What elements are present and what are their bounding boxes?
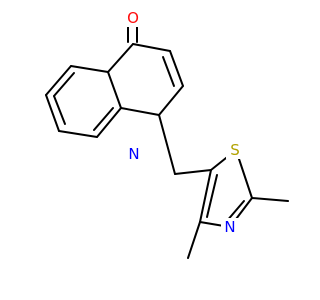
bond bbox=[169, 50, 184, 87]
atom-N1: N bbox=[125, 145, 143, 163]
pyridinone-ring bbox=[107, 21, 184, 116]
bond bbox=[158, 114, 176, 175]
atom-label-N1: N bbox=[128, 145, 139, 163]
bond bbox=[70, 65, 109, 73]
bond bbox=[251, 197, 289, 202]
atom-N3: N bbox=[221, 218, 239, 236]
bond bbox=[187, 221, 201, 259]
atom-O: O bbox=[124, 9, 142, 27]
bond bbox=[206, 174, 218, 218]
bond bbox=[162, 56, 175, 87]
molecule-structure: O N S N bbox=[45, 9, 289, 259]
bond bbox=[53, 95, 66, 125]
thiazole-ring bbox=[187, 149, 289, 259]
bond bbox=[199, 169, 212, 223]
benzo-ring bbox=[45, 65, 122, 138]
methylene-linker bbox=[158, 114, 212, 175]
bond bbox=[132, 43, 171, 52]
bond bbox=[93, 107, 114, 131]
atom-label-O: O bbox=[127, 9, 139, 27]
bond bbox=[107, 71, 122, 109]
bond bbox=[158, 85, 184, 116]
bond bbox=[120, 107, 160, 116]
atom-label-N3: N bbox=[224, 218, 235, 236]
bond bbox=[96, 107, 122, 138]
atom-label-S: S bbox=[230, 141, 240, 159]
bond bbox=[174, 169, 212, 175]
bond bbox=[107, 43, 134, 73]
bond bbox=[53, 72, 75, 97]
bond bbox=[45, 65, 72, 96]
bond bbox=[58, 130, 98, 138]
bond bbox=[45, 94, 60, 132]
atom-S: S bbox=[226, 141, 244, 159]
